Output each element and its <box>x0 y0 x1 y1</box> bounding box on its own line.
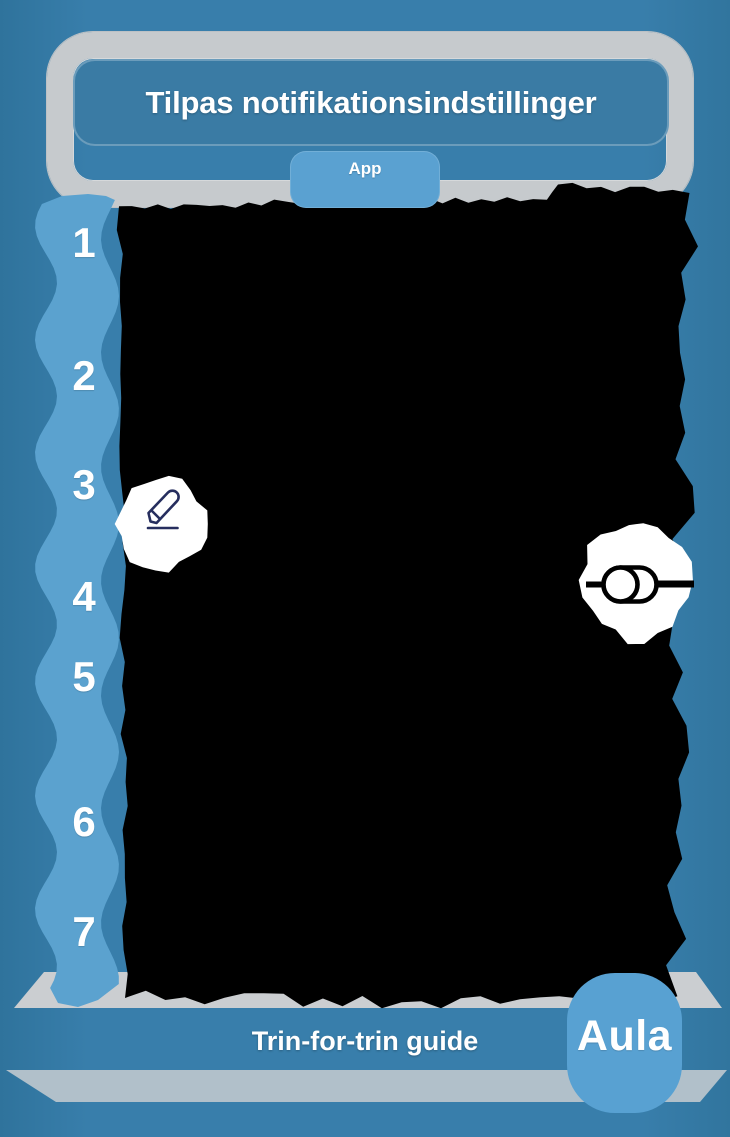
redaction-mask <box>114 182 699 1012</box>
pencil-edit-icon <box>146 489 180 530</box>
step-number-4: 4 <box>72 573 96 620</box>
redacted-step-text <box>116 182 699 1012</box>
white-gap-step3 <box>114 475 208 573</box>
step-number-2: 2 <box>72 352 96 399</box>
platform-badge-label: App <box>348 159 382 178</box>
brand-logo-blob: Aula <box>567 973 682 1113</box>
step-number-7: 7 <box>72 908 96 955</box>
white-gap-step4 <box>578 523 693 645</box>
step-number-1: 1 <box>72 219 96 266</box>
step-number-5: 5 <box>72 653 96 700</box>
step-number-3: 3 <box>72 461 96 508</box>
platform-badge: App <box>290 151 440 208</box>
brand-logo-text: Aula <box>576 1012 673 1060</box>
page-title: Tilpas notifikationsindstillinger <box>145 84 597 120</box>
guide-type-label: Trin-for-trin guide <box>251 1026 479 1056</box>
step-number-6: 6 <box>72 798 96 845</box>
toggle-switch-icon <box>586 565 694 604</box>
header-title-box: Tilpas notifikationsindstillinger <box>73 59 669 146</box>
